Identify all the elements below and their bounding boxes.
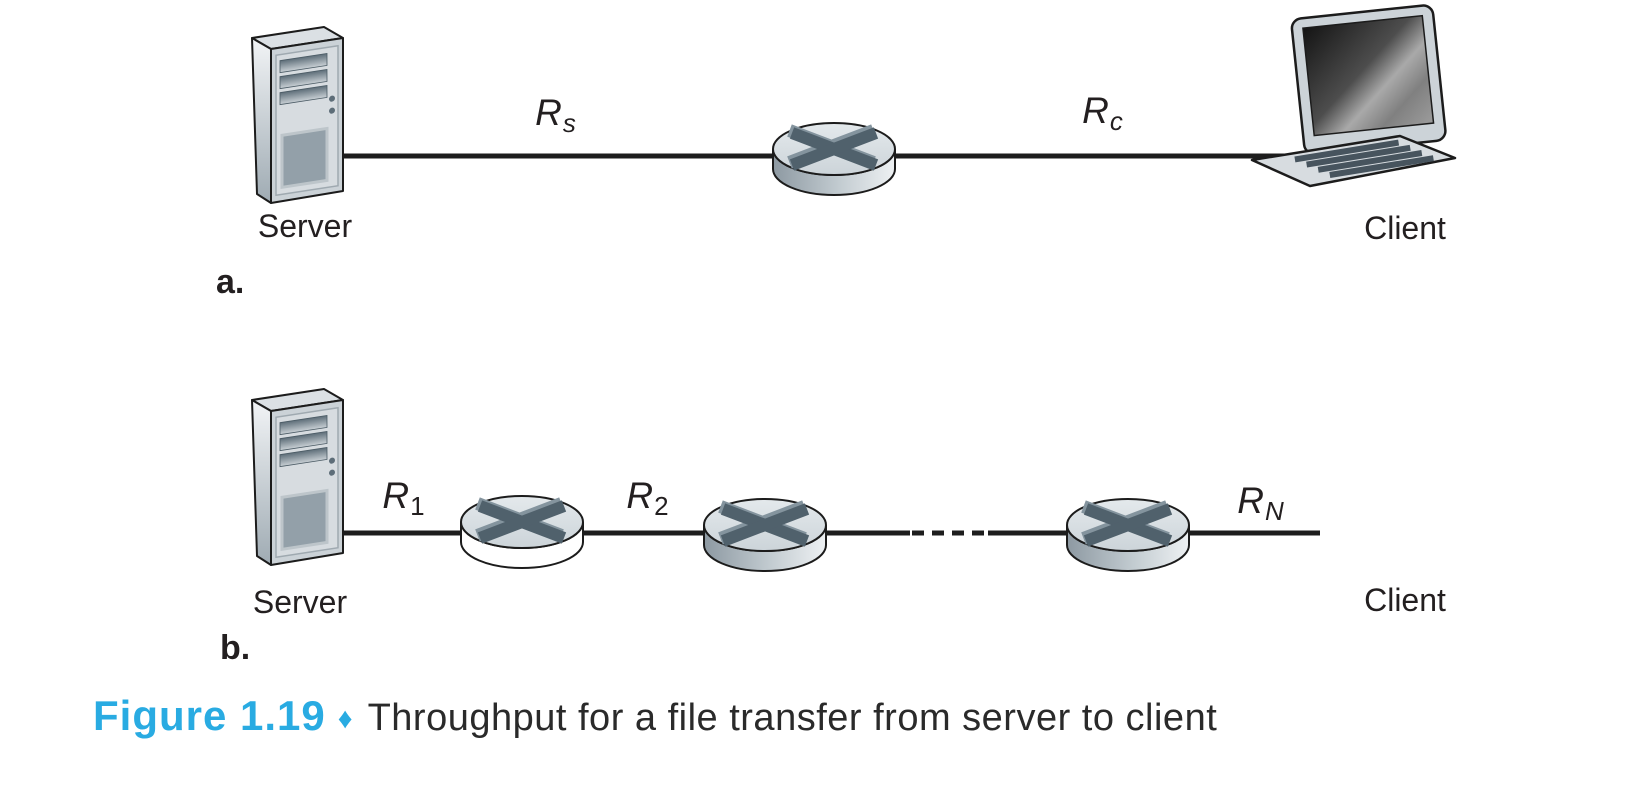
server-label: Server [257,208,353,244]
rate-symbol: R [626,475,654,516]
rate-subscript: s [562,108,576,138]
rate-subscript: 1 [410,491,425,521]
rate-symbol: R [1082,90,1109,131]
diamond-icon: ♦ [337,703,353,735]
server-icon [250,387,345,567]
link-rate-label-rn: RN [1225,480,1295,524]
server-label: Server [252,584,348,620]
client-label: Client [1364,582,1446,618]
rate-subscript: 2 [654,491,669,521]
router-icon [773,123,895,195]
rate-symbol: R [1237,480,1264,521]
panel-a-label: a. [216,263,245,301]
link-rate-label-rc: Rc [1067,90,1137,134]
client-label: Client [1364,210,1446,246]
rate-symbol: R [535,92,562,133]
figure-number: Figure 1.19 [93,692,326,739]
rate-subscript: N [1264,496,1284,526]
router-icon [1067,499,1189,571]
rate-subscript: c [1109,106,1123,136]
link-rate-label-r1: R1 [368,475,438,519]
client-icon [1252,5,1455,186]
router-icon [704,499,826,571]
caption-text: Throughput for a file transfer from serv… [367,697,1218,739]
link-rate-label-rs: Rs [520,92,590,136]
router-icon-white-base [461,496,583,568]
figure-caption: Figure 1.19 ♦ Throughput for a file tran… [93,692,1217,740]
server-icon [250,25,345,205]
link-rate-label-r2: R2 [612,475,682,519]
panel-b-label: b. [220,629,251,667]
rate-symbol: R [382,475,410,516]
